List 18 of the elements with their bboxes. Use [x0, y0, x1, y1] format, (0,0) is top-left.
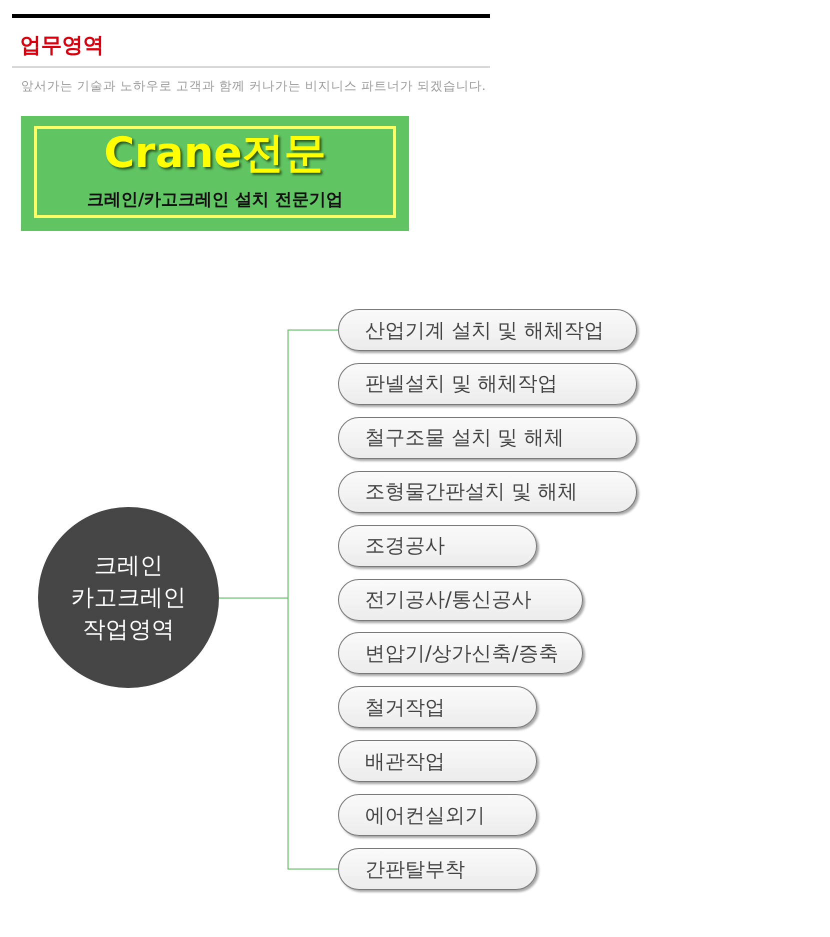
subtitle: 앞서가는 기술과 노하우로 고객과 함께 커나가는 비지니스 파트너가 되겠습니다.	[21, 78, 486, 95]
bracket-connector	[218, 330, 338, 870]
category-circle: 크레인 카고크레인 작업영역	[38, 507, 219, 688]
task-pill: 산업기계 설치 및 해체작업	[338, 309, 637, 351]
banner-heading: Crane전문	[102, 130, 328, 176]
task-pill: 조경공사	[338, 524, 537, 567]
task-pill: 판넬설치 및 해체작업	[338, 362, 637, 405]
task-pill: 철구조물 설치 및 해체	[338, 416, 637, 459]
task-pill: 조형물간판설치 및 해체	[338, 470, 637, 513]
title: 업무영역	[20, 32, 104, 59]
task-pill: 배관작업	[338, 740, 537, 782]
task-pill: 철거작업	[338, 686, 537, 728]
task-pill: 전기공사/통신공사	[338, 578, 583, 620]
task-pill: 에어컨실외기	[338, 794, 537, 836]
banner-subtitle: 크레인/카고크레인 설치 전문기업	[86, 190, 344, 210]
banner-box	[21, 116, 409, 231]
task-pill: 간판탈부착	[338, 848, 537, 890]
task-pill: 변압기/상가신축/증축	[338, 632, 583, 674]
